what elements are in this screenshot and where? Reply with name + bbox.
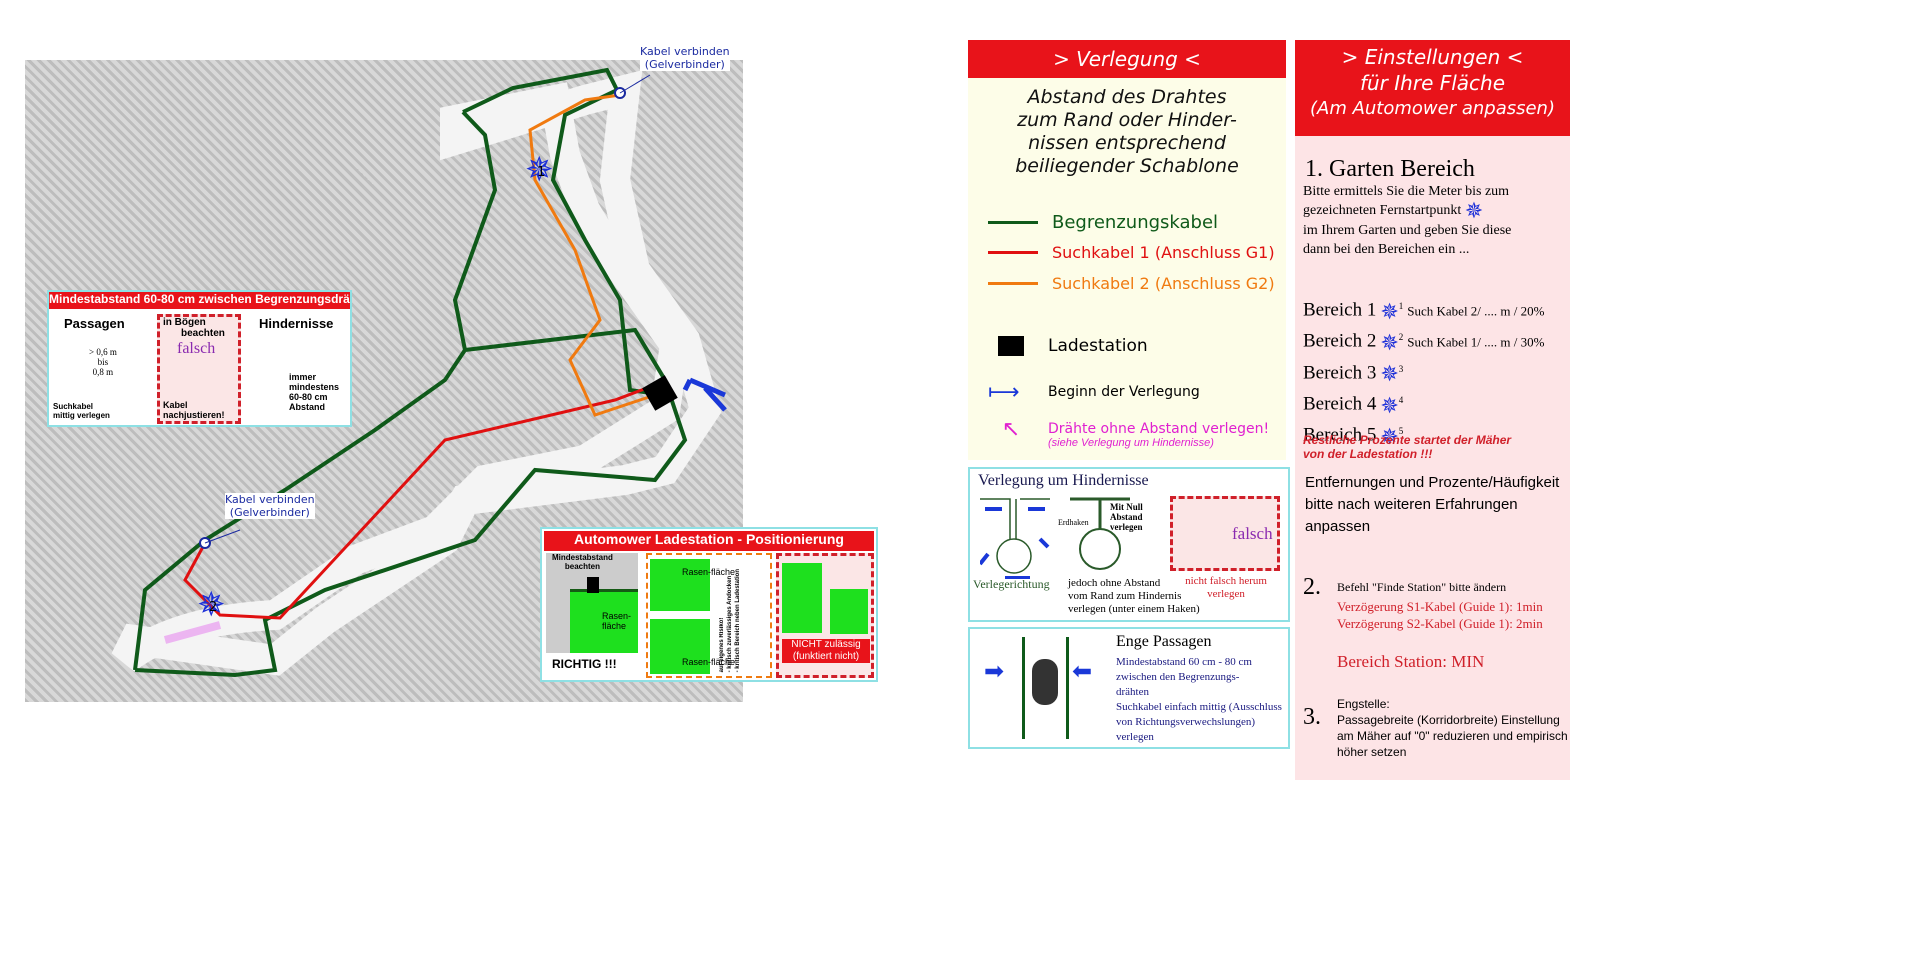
- cable-layout: [111, 67, 727, 678]
- legend-guide1: Suchkabel 1 (Anschluss G1): [988, 243, 1275, 262]
- star-icon: ✵: [1380, 298, 1399, 324]
- area-row: Bereich 5 ✵5: [1303, 423, 1404, 449]
- magenta-arrow-icon: ↖: [1001, 416, 1021, 441]
- station-inset: Automower Ladestation - Positionierung M…: [540, 527, 878, 682]
- area-row: Bereich 1 ✵1 Such Kabel 2/ .... m / 20%: [1303, 298, 1545, 324]
- legend-guide2: Suchkabel 2 (Anschluss G2): [988, 274, 1275, 293]
- star-icon: ✵: [1380, 392, 1399, 418]
- arrow-left-icon: ⬅: [1072, 659, 1093, 685]
- callout-connect-bottom: Kabel verbinden(Gelverbinder): [225, 493, 315, 519]
- start-arrow-icon: ⟼: [988, 379, 1020, 404]
- area-row: Bereich 4 ✵4: [1303, 392, 1404, 418]
- arrow-right-icon: ➡: [984, 659, 1005, 685]
- legend-station: Ladestation: [988, 336, 1148, 356]
- area-2-star-icon: ✵: [197, 585, 226, 625]
- boundary-cable-north: [462, 67, 666, 397]
- aerial-map: ✵ 1 ✵ 2: [25, 60, 743, 702]
- guide-cable-2: [528, 93, 656, 417]
- area-row: Bereich 3 ✵3: [1303, 361, 1404, 387]
- legend-start: ⟼Beginn der Verlegung: [988, 379, 1200, 404]
- passages-box: ➡ ⬅ Enge Passagen Mindestabstand 60 cm -…: [968, 627, 1290, 749]
- star-icon: ✵: [1464, 198, 1484, 223]
- area-1-star-icon: ✵: [525, 150, 554, 190]
- settings-panel: > Einstellungen <für Ihre Fläche(Am Auto…: [1295, 40, 1570, 780]
- charging-station: [642, 375, 678, 411]
- obstacles-box: Verlegung um Hindernisse Verlegerichtung…: [968, 467, 1290, 622]
- guide-cable-1: [183, 383, 656, 620]
- distance-inset: Mindestabstand 60-80 cm zwischen Begrenz…: [47, 290, 352, 427]
- star-icon: ✵: [1380, 361, 1399, 387]
- station-icon: [998, 336, 1024, 356]
- legend-no-gap: ↖Drähte ohne Abstand verlegen!: [988, 416, 1269, 442]
- star-icon: ✵: [1380, 329, 1399, 355]
- start-arrow-icon: [682, 377, 727, 412]
- area-list: Bereich 1 ✵1 Such Kabel 2/ .... m / 20% …: [1303, 293, 1544, 450]
- star-icon: ✵: [1380, 423, 1399, 449]
- area-row: Bereich 2 ✵2 Such Kabel 1/ .... m / 30%: [1303, 329, 1545, 355]
- mower-icon: [1032, 659, 1058, 705]
- callout-connect-top: Kabel verbinden(Gelverbinder): [640, 45, 730, 71]
- legend-boundary: Begrenzungskabel: [988, 212, 1218, 233]
